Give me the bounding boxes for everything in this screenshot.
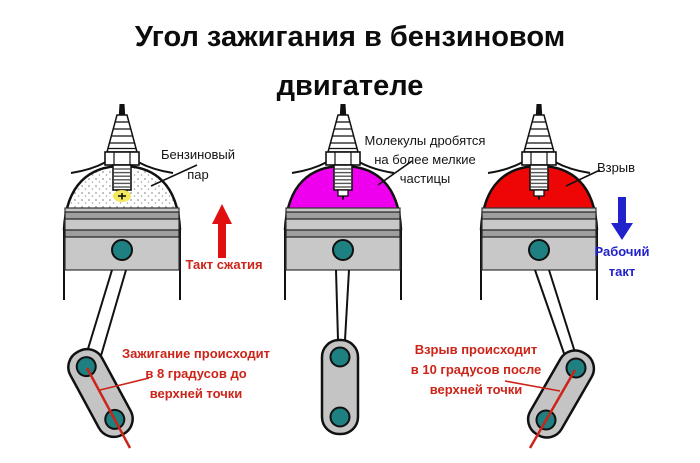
label-gasoline-vapor: Бензиновый пар	[160, 147, 236, 182]
title-line-1: Угол зажигания в бензиновом	[134, 21, 566, 53]
crank-link-tdc	[320, 338, 360, 436]
cylinder-ignition	[283, 102, 403, 302]
compression-up-arrow-icon	[212, 204, 232, 258]
note-ignition-before-tdc: Зажигание происходит в 8 градусов до вер…	[122, 346, 270, 401]
cylinder-explosion	[479, 102, 599, 302]
note-pointer-line-3	[504, 380, 561, 392]
label-compression-stroke: Такт сжатия	[185, 257, 263, 272]
label-molecules: Молекулы дробятся на более мелкие частиц…	[364, 133, 486, 186]
label-pointer-lines	[150, 160, 601, 187]
power-down-arrow-icon	[611, 197, 633, 240]
connecting-rod-1	[83, 269, 127, 367]
connecting-rod-2	[335, 269, 350, 341]
crank-axis-line-1	[85, 367, 132, 449]
pointer-molecules-label	[377, 160, 413, 186]
cylinder-compression	[62, 102, 182, 302]
pointer-vapor-label	[150, 164, 198, 187]
crank-axis-line-3	[528, 369, 577, 449]
pointer-explosion-label	[565, 169, 601, 187]
note-pointer-line-1	[99, 377, 150, 391]
label-power-stroke: Рабочий такт	[594, 244, 650, 279]
note-explosion-after-tdc: Взрыв происходит в 10 градусов после вер…	[410, 342, 542, 397]
connecting-rod-3	[534, 269, 580, 366]
title-line-2: двигателе	[276, 70, 424, 102]
label-explosion: Взрыв	[596, 160, 636, 175]
page-title: Угол зажигания в бензиновом двигателе	[0, 13, 700, 111]
